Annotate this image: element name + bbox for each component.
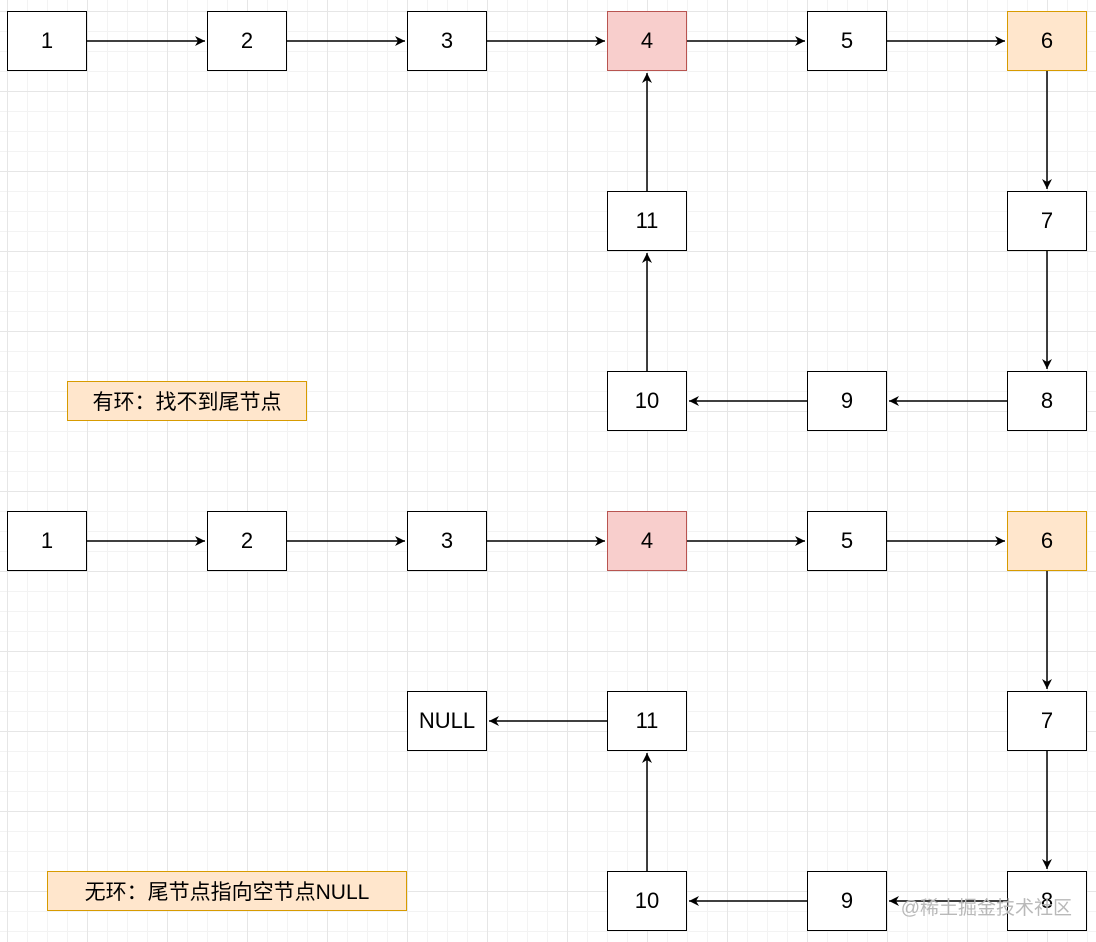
top-node-2: 2 — [207, 11, 287, 71]
bottom-node-3: 3 — [407, 511, 487, 571]
bottom-node-9: 9 — [807, 871, 887, 931]
bottom-node-10: 10 — [607, 871, 687, 931]
top-node-5: 5 — [807, 11, 887, 71]
top-node-10: 10 — [607, 371, 687, 431]
bottom-node-6: 6 — [1007, 511, 1087, 571]
watermark: @稀土掘金技术社区 — [900, 898, 1072, 919]
top-caption: 有环：找不到尾节点 — [67, 381, 307, 421]
top-node-9: 9 — [807, 371, 887, 431]
bottom-node-11: 11 — [607, 691, 687, 751]
bottom-node-4: 4 — [607, 511, 687, 571]
top-node-6: 6 — [1007, 11, 1087, 71]
top-node-8: 8 — [1007, 371, 1087, 431]
bottom-node-5: 5 — [807, 511, 887, 571]
bottom-null-node: NULL — [407, 691, 487, 751]
bottom-node-7: 7 — [1007, 691, 1087, 751]
top-node-11: 11 — [607, 191, 687, 251]
bottom-node-8: 8 — [1007, 871, 1087, 931]
bottom-caption: 无环：尾节点指向空节点NULL — [47, 871, 407, 911]
top-node-1: 1 — [7, 11, 87, 71]
bottom-node-1: 1 — [7, 511, 87, 571]
top-node-4: 4 — [607, 11, 687, 71]
top-node-3: 3 — [407, 11, 487, 71]
bottom-node-2: 2 — [207, 511, 287, 571]
top-node-7: 7 — [1007, 191, 1087, 251]
